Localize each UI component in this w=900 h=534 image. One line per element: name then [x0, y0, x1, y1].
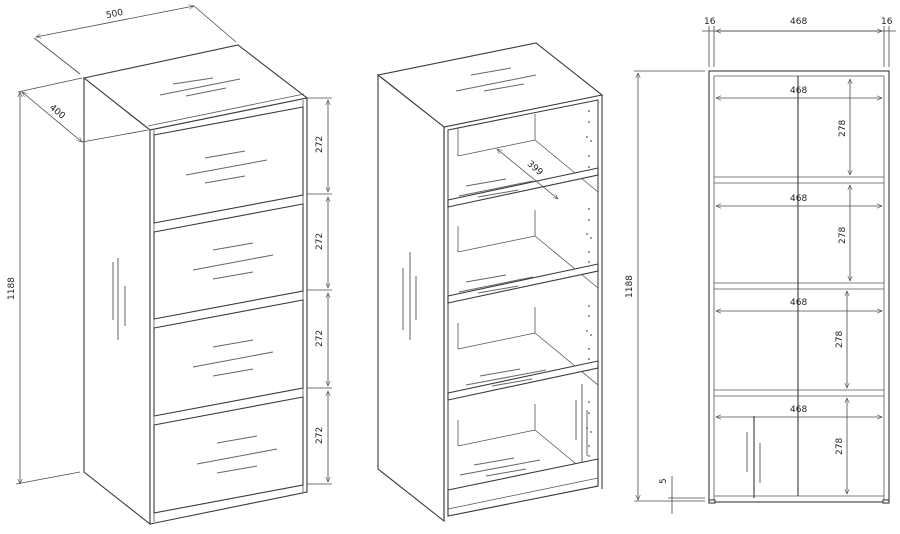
compartment-4-height-label: 278: [835, 438, 845, 455]
height-label: 1188: [7, 277, 17, 300]
open-shelf-drawing: 399: [376, 42, 604, 523]
closed-cabinet-drawing: 500 400 1188 272 272 272: [7, 6, 332, 526]
shelf-side-panel: [377, 73, 445, 523]
door-height-dimensions: 272 272 272 272: [307, 97, 332, 485]
door-1-height-label: 272: [315, 136, 325, 153]
door-2-height-label: 272: [315, 233, 325, 250]
shelf-interior: [447, 99, 599, 517]
door-4-height-label: 272: [315, 427, 325, 444]
cabinet-door-4: [153, 396, 304, 514]
front-elevation-drawing: 16 468 16 1188 5 468 278 468: [625, 17, 896, 514]
compartment-3-width-label: 468: [790, 298, 807, 308]
compartment-2-height-label: 278: [838, 227, 848, 244]
compartment-3-dimensions: 468 278: [716, 291, 882, 388]
top-width-dimensions: 16 468 16: [702, 17, 896, 67]
depth-label: 400: [47, 103, 67, 122]
left-side-thickness-label: 16: [704, 17, 716, 27]
right-side-thickness-label: 16: [881, 17, 893, 27]
width-dimension: 500: [33, 6, 237, 75]
cabinet-side-panel: [83, 76, 151, 526]
shelf-board-2: [447, 263, 599, 304]
compartment-3-height-label: 278: [835, 331, 845, 348]
compartment-2-dimensions: 468 278: [716, 185, 882, 281]
total-height-label: 1188: [625, 275, 635, 298]
compartment-4-width-label: 468: [790, 405, 807, 415]
height-dimension: 1188: [7, 92, 81, 484]
door-3-height-label: 272: [315, 330, 325, 347]
shelf-bottom-board: [447, 458, 599, 517]
width-label: 500: [105, 8, 124, 21]
total-height-dimension: 1188: [625, 70, 705, 502]
shelf-pin-holes: [586, 110, 592, 457]
plinth-dimension: 5: [659, 476, 705, 514]
cabinet-door-3: [153, 299, 304, 417]
inner-width-label: 468: [790, 17, 807, 27]
compartment-4-dimensions: 468 278: [716, 398, 882, 494]
cabinet-door-1: [153, 106, 304, 224]
compartment-1-dimensions: 468 278: [716, 79, 882, 175]
cabinet-door-2: [153, 203, 304, 320]
plinth-label: 5: [659, 478, 669, 484]
compartment-1-width-label: 468: [790, 86, 807, 96]
front-frame: [708, 70, 890, 503]
compartment-2-width-label: 468: [790, 194, 807, 204]
compartment-1-height-label: 278: [838, 120, 848, 137]
